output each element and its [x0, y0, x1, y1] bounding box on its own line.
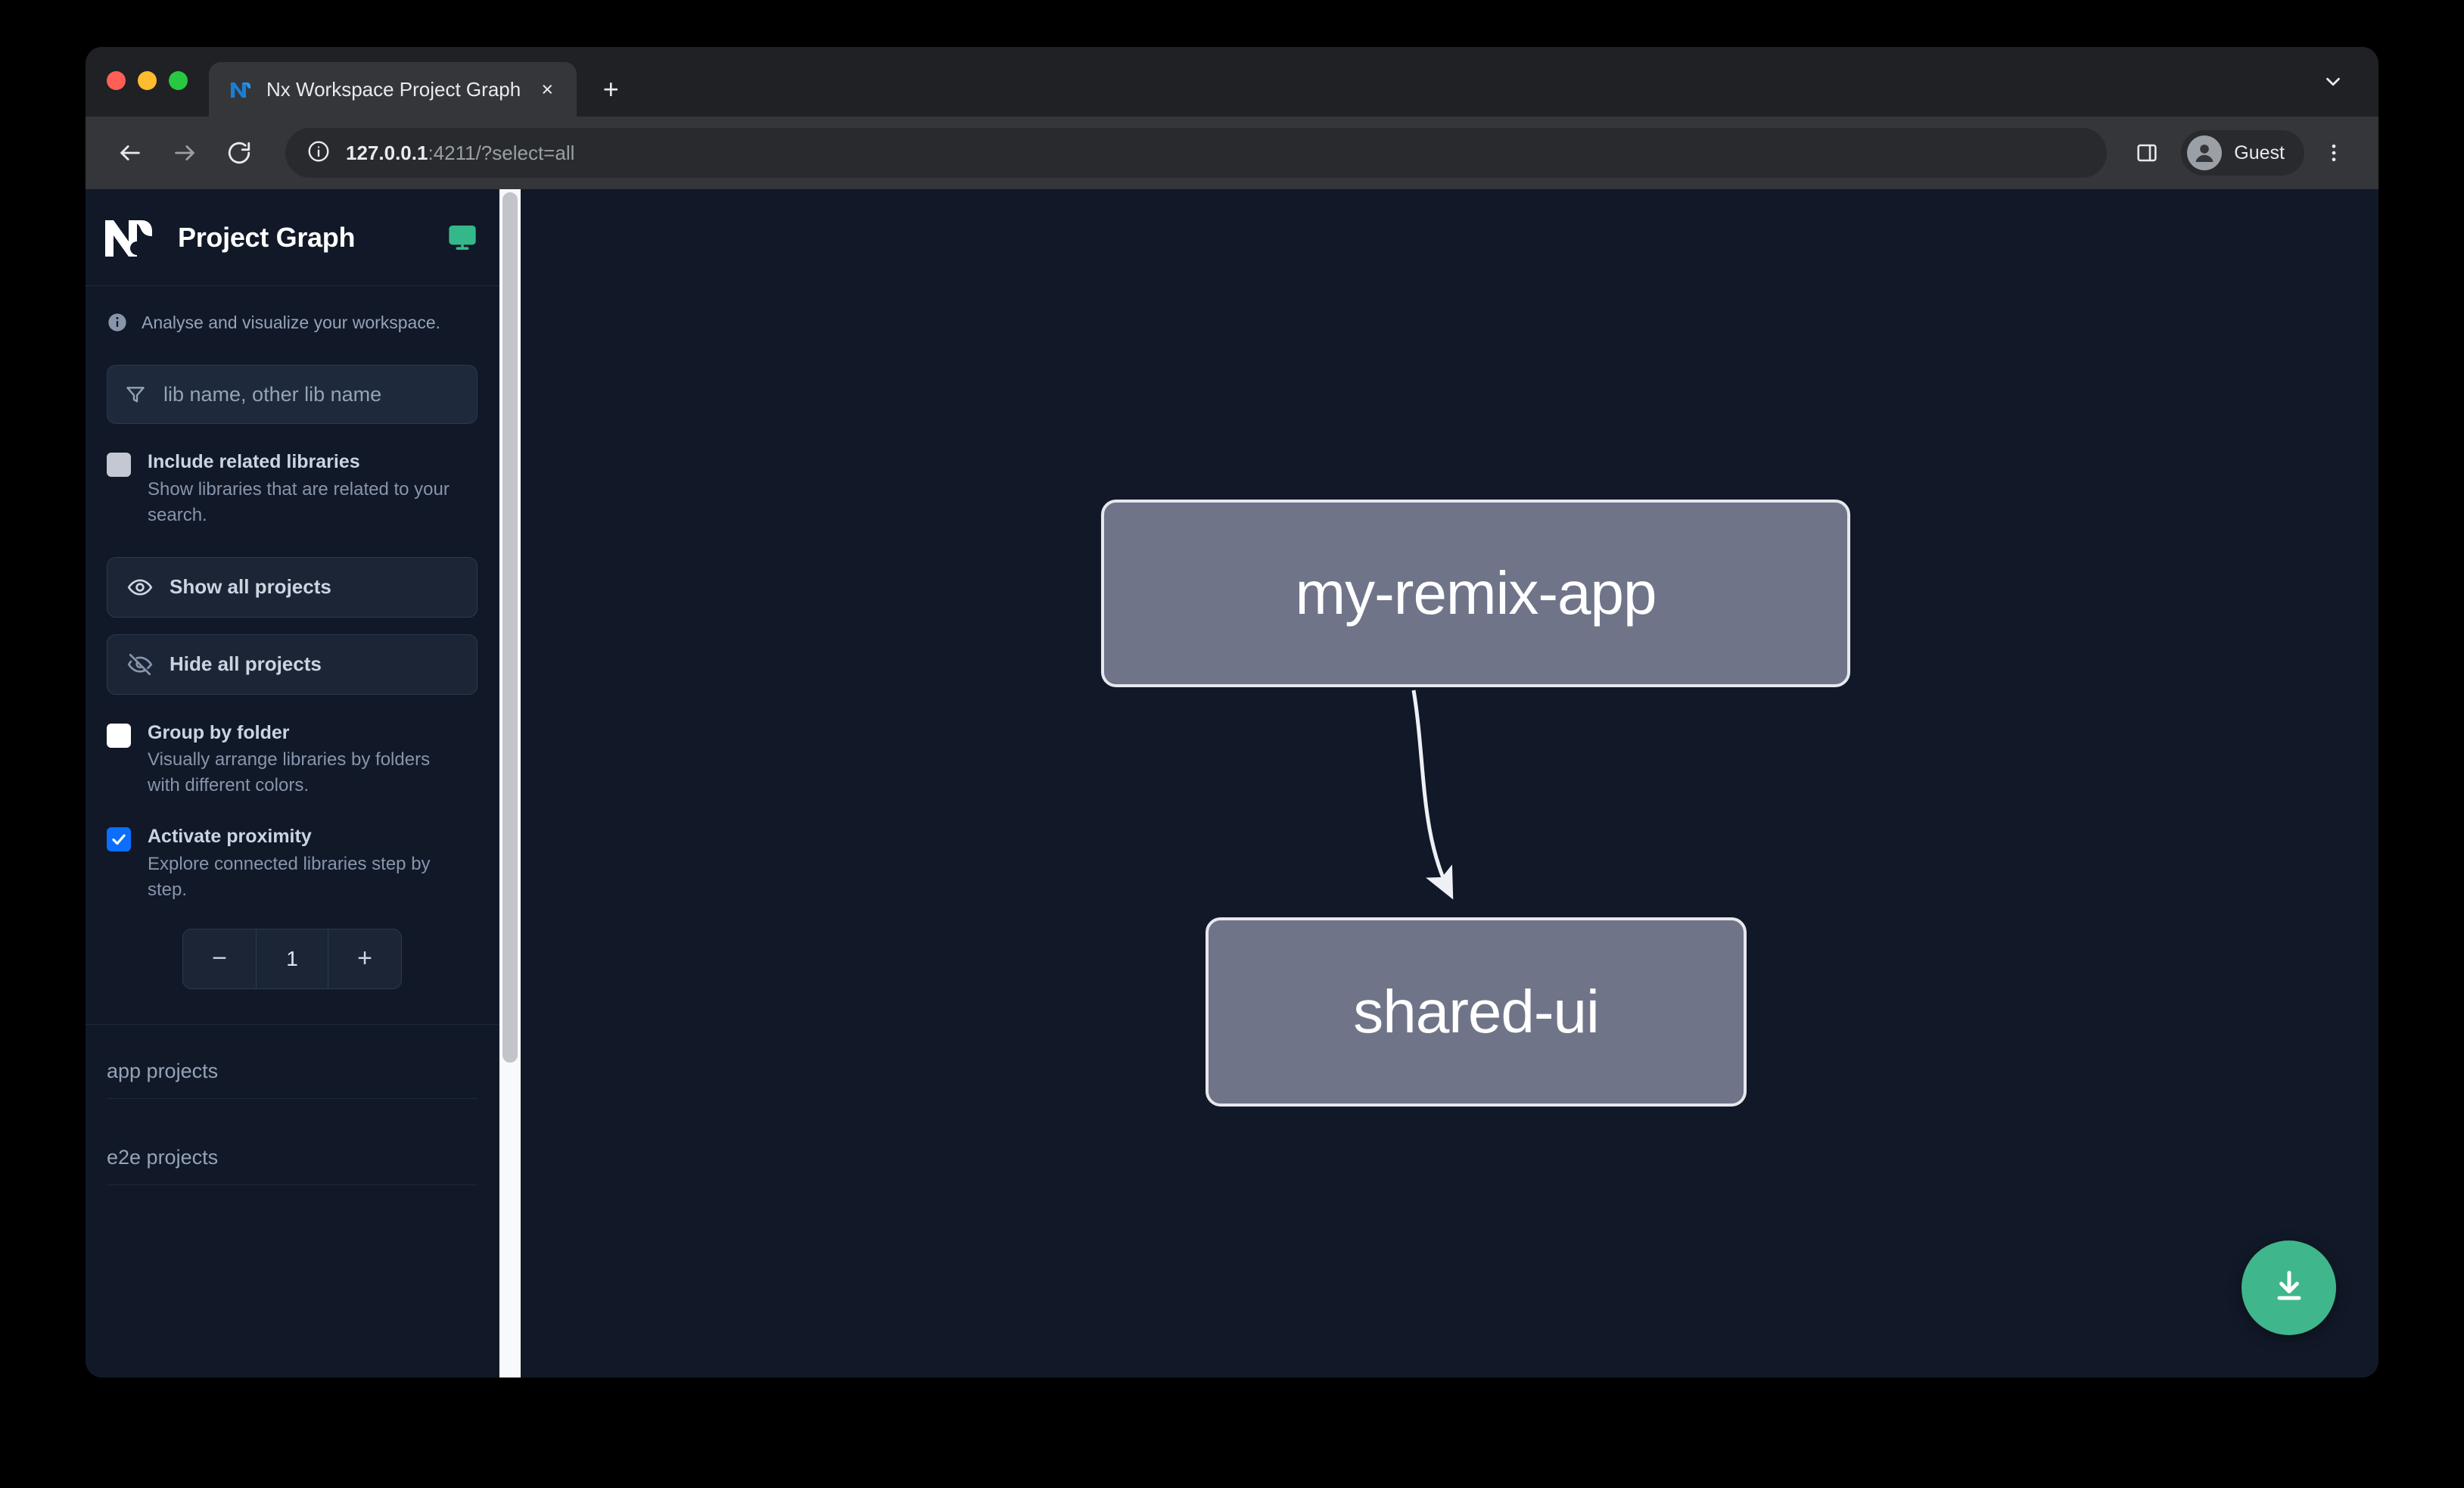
sidebar-scroll-area: Include related libraries Show libraries…: [86, 354, 499, 1377]
option-description: Show libraries that are related to your …: [148, 478, 450, 525]
option-activate-proximity[interactable]: Activate proximity Explore connected lib…: [86, 824, 499, 903]
new-tab-button[interactable]: +: [602, 73, 619, 104]
sidebar-header: Project Graph: [86, 189, 499, 286]
side-panel-icon[interactable]: [2125, 131, 2169, 175]
tagline-text: Analyse and visualize your workspace.: [142, 312, 441, 332]
page-viewport: Project Graph Analyse and visual: [86, 189, 2378, 1377]
project-groups: app projects e2e projects: [86, 1025, 499, 1232]
show-all-projects-button[interactable]: Show all projects: [107, 556, 478, 618]
sidebar-scrollbar-thumb[interactable]: [502, 192, 518, 1063]
checkbox-activate-proximity[interactable]: [107, 827, 131, 852]
option-include-related-libraries[interactable]: Include related libraries Show libraries…: [86, 450, 499, 528]
eye-slash-icon: [127, 652, 153, 677]
project-group-title: e2e projects: [107, 1145, 219, 1169]
info-circle-icon[interactable]: [306, 139, 331, 167]
chevron-down-icon[interactable]: [2316, 65, 2350, 98]
graph-node-my-remix-app[interactable]: my-remix-app: [1101, 500, 1850, 687]
maximize-window-button[interactable]: [169, 70, 188, 90]
monitor-icon[interactable]: [447, 223, 478, 253]
option-group-by-folder[interactable]: Group by folder Visually arrange librari…: [86, 721, 499, 799]
graph-edge-layer: [1411, 690, 1454, 900]
reload-icon[interactable]: [216, 129, 263, 176]
graph-node-label: shared-ui: [1353, 978, 1600, 1045]
minimize-window-button[interactable]: [138, 70, 157, 90]
graph-node-shared-ui[interactable]: shared-ui: [1206, 917, 1747, 1107]
three-dots-menu-icon[interactable]: [2312, 131, 2356, 175]
nx-logo-icon: [104, 216, 157, 260]
project-graph-canvas[interactable]: my-remix-app shared-ui: [521, 189, 2378, 1377]
project-group-e2e-projects[interactable]: e2e projects: [107, 1146, 478, 1185]
graph-node-label: my-remix-app: [1295, 559, 1657, 627]
option-description: Visually arrange libraries by folders wi…: [148, 749, 431, 796]
nx-favicon-icon: [229, 77, 253, 101]
address-bar-path: :4211/?select=all: [428, 141, 575, 164]
sidebar-divider: [86, 1023, 499, 1025]
back-arrow-icon[interactable]: [107, 129, 154, 176]
checkbox-include-related-libraries[interactable]: [107, 453, 131, 477]
tab-strip: Nx Workspace Project Graph × +: [86, 47, 2378, 117]
option-description: Explore connected libraries step by step…: [148, 853, 431, 900]
page-title: Project Graph: [178, 221, 356, 253]
download-icon: [2270, 1266, 2309, 1309]
address-bar-host: 127.0.0.1: [346, 141, 428, 164]
eye-icon: [127, 574, 153, 600]
hide-all-projects-button[interactable]: Hide all projects: [107, 633, 478, 695]
forward-arrow-icon[interactable]: [161, 129, 208, 176]
hide-all-projects-label: Hide all projects: [170, 652, 322, 676]
browser-toolbar: 127.0.0.1:4211/?select=all Guest: [86, 117, 2378, 189]
option-label: Activate proximity: [148, 826, 312, 848]
browser-tab-title: Nx Workspace Project Graph: [266, 77, 521, 101]
search-input[interactable]: [163, 382, 460, 406]
filter-funnel-icon: [124, 383, 147, 406]
option-label: Group by folder: [148, 721, 290, 743]
address-bar-url: 127.0.0.1:4211/?select=all: [346, 142, 574, 165]
window-traffic-lights: [107, 47, 188, 117]
proximity-stepper: − 1 +: [86, 928, 499, 1019]
close-window-button[interactable]: [107, 70, 126, 90]
browser-window: Nx Workspace Project Graph × +: [86, 47, 2378, 1377]
proximity-decrement-button[interactable]: −: [212, 944, 227, 973]
option-label: Include related libraries: [148, 451, 360, 472]
project-group-app-projects[interactable]: app projects: [107, 1060, 478, 1099]
proximity-value: 1: [256, 929, 328, 988]
show-all-projects-label: Show all projects: [170, 575, 331, 599]
close-tab-button[interactable]: ×: [541, 77, 554, 101]
sidebar: Project Graph Analyse and visual: [86, 189, 499, 1377]
proximity-increment-button[interactable]: +: [357, 944, 372, 973]
profile-chip[interactable]: Guest: [2181, 130, 2304, 176]
checkbox-group-by-folder[interactable]: [107, 723, 131, 748]
tagline-row: Analyse and visualize your workspace.: [86, 286, 499, 354]
profile-name: Guest: [2234, 142, 2285, 163]
avatar: [2187, 135, 2223, 170]
search-filter-box[interactable]: [107, 365, 478, 424]
browser-tab[interactable]: Nx Workspace Project Graph ×: [209, 62, 577, 117]
download-button[interactable]: [2242, 1241, 2336, 1335]
project-group-title: app projects: [107, 1059, 219, 1082]
address-bar[interactable]: 127.0.0.1:4211/?select=all: [285, 128, 2108, 178]
sidebar-scrollbar[interactable]: [499, 189, 521, 1377]
info-circle-icon: [107, 312, 128, 333]
graph-edge-my-remix-app-to-shared-ui: [1411, 690, 1454, 900]
